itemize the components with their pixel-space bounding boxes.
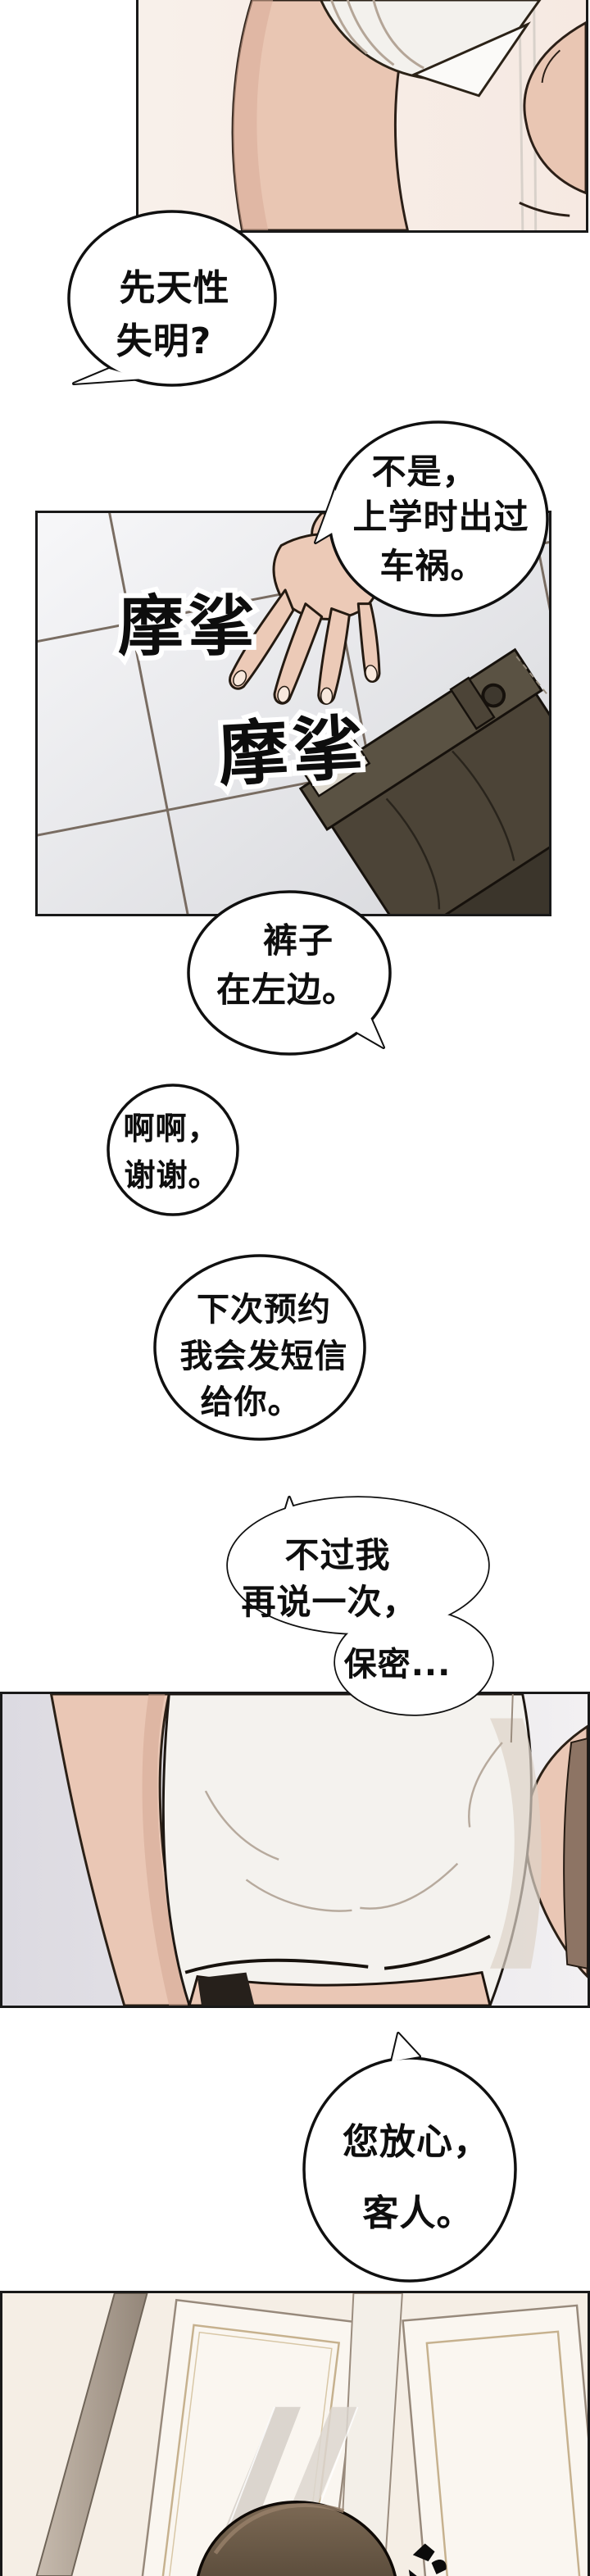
elbow-crease xyxy=(541,49,561,84)
panel-4-art xyxy=(2,2293,588,2576)
hair-highlight xyxy=(213,2503,345,2555)
panel-2-art xyxy=(38,513,549,914)
speech-bubble-5: 下次预约 我会发短信 给你。 xyxy=(152,1252,373,1445)
sfx-text-2: 摩挲 xyxy=(211,702,374,801)
bubble-line: 谢谢。 xyxy=(124,1157,220,1193)
rivet-button xyxy=(481,683,506,708)
bubble-line: 再说一次， xyxy=(241,1582,418,1622)
shirt-hem xyxy=(184,1934,491,1974)
sfx-glyphs: 摩挲 xyxy=(118,588,259,665)
motion-lines xyxy=(300,734,338,783)
bubble-line: 车祸。 xyxy=(379,546,486,586)
speech-bubble-3: 裤子 在左边。 xyxy=(184,887,406,1067)
sfx-text-1: 摩挲 xyxy=(113,584,259,670)
dark-sleeve xyxy=(563,1738,588,1969)
belt-loop xyxy=(449,676,496,730)
speech-bubble-2: 不是， 上学时出过 车祸。 xyxy=(314,406,561,639)
speech-bubble-1: 先天性 失明? xyxy=(45,205,299,422)
window-mullion xyxy=(338,2293,403,2576)
bubble-line: 保密... xyxy=(343,1646,452,1683)
panel-4 xyxy=(0,2291,590,2576)
bubble-line: 下次预约 xyxy=(197,1291,331,1329)
bubble-line: 您放心， xyxy=(343,2121,490,2163)
fingernails xyxy=(233,665,378,705)
bubble-line: 上学时出过 xyxy=(352,497,529,537)
hand-hint xyxy=(519,202,570,217)
shirt-shade xyxy=(490,1718,542,1969)
forearm xyxy=(523,21,586,195)
left-arm-shadow xyxy=(142,1694,188,2006)
speech-bubble-6: 不过我 再说一次， 保密... xyxy=(217,1488,504,1725)
shirt-folds xyxy=(204,1742,503,1912)
panel-3-art xyxy=(2,1694,588,2006)
torso-shadow xyxy=(233,0,274,230)
speech-bubble-7: 您放心， 客人。 xyxy=(295,2029,529,2291)
wall-beam xyxy=(35,2293,148,2576)
panel-1-art xyxy=(138,0,586,230)
bubble-line: 在左边。 xyxy=(216,970,358,1010)
sfx-glyphs: 摩挲 xyxy=(216,707,370,796)
bubble-line: 我会发短信 xyxy=(179,1338,348,1375)
bubble-line: 客人。 xyxy=(362,2192,474,2234)
bubble-line: 失明? xyxy=(116,320,212,362)
cloth-tip xyxy=(411,21,531,98)
shirt-seam xyxy=(510,1694,514,1743)
bubble-line: 啊啊， xyxy=(123,1111,220,1147)
bubble-line: 不是， xyxy=(371,452,478,492)
speech-bubble-4: 啊啊， 谢谢。 xyxy=(102,1082,246,1221)
bubble-line: 裤子 xyxy=(262,920,334,961)
panel-3 xyxy=(0,1692,590,2008)
black-waistband xyxy=(197,1972,255,2006)
right-window-frame xyxy=(402,2304,588,2576)
bubble-line: 给你。 xyxy=(200,1383,302,1421)
cloth-pleats xyxy=(330,0,424,70)
white-shirt xyxy=(161,1694,533,2006)
bubble-line: 先天性 xyxy=(119,267,230,309)
bubble-line: 不过我 xyxy=(284,1535,391,1575)
panel-1 xyxy=(136,0,588,233)
